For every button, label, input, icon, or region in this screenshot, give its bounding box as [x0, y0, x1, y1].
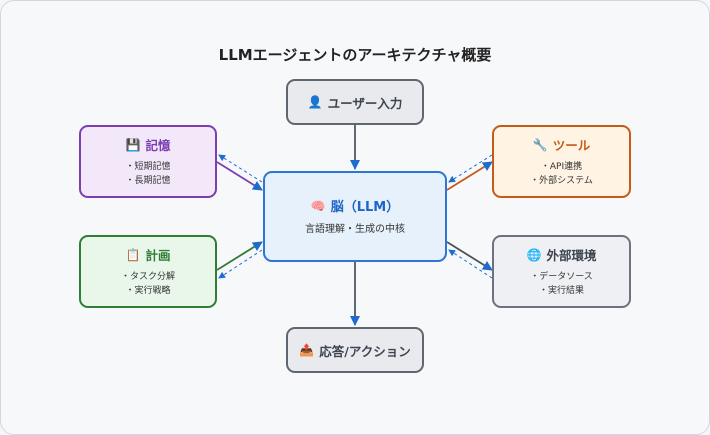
- edge-brain-to-plan: [218, 249, 263, 279]
- edge-brain-to-memory: [218, 154, 263, 183]
- brain-icon: 🧠: [310, 198, 326, 213]
- diagram-title: LLMエージェントのアーキテクチャ概要: [218, 46, 492, 64]
- wrench-icon: 🔧: [532, 137, 548, 152]
- memory-node: 💾 記憶 ・短期記憶 ・長期記憶: [79, 125, 217, 198]
- user-input-node: 👤 ユーザー入力: [286, 79, 424, 125]
- tool-item: ・API連携: [540, 162, 583, 172]
- tool-label: ツール: [552, 138, 591, 153]
- tool-item: ・外部システム: [530, 176, 593, 186]
- globe-icon: 🌐: [526, 247, 542, 262]
- external-item: ・データソース: [530, 272, 593, 282]
- edge-external-to-brain: [448, 249, 493, 279]
- plan-node: 📋 計画 ・タスク分解 ・実行戦略: [79, 235, 217, 308]
- outbox-icon: 📤: [299, 343, 315, 357]
- brain-description: 言語理解・生成の中核: [305, 224, 405, 235]
- response-action-label: 応答/アクション: [319, 343, 411, 359]
- external-environment-node: 🌐 外部環境 ・データソース ・実行結果: [492, 235, 631, 308]
- edge-tool-to-brain: [448, 154, 493, 183]
- floppy-disk-icon: 💾: [125, 137, 141, 152]
- memory-item: ・短期記憶: [125, 162, 171, 172]
- edge-brain-to-tool: [446, 161, 493, 191]
- clipboard-icon: 📋: [125, 247, 141, 262]
- edge-brain-to-external: [446, 241, 493, 271]
- memory-item: ・長期記憶: [125, 176, 171, 186]
- tool-node: 🔧 ツール ・API連携 ・外部システム: [492, 125, 631, 198]
- edge-plan-to-brain: [216, 241, 263, 271]
- plan-item: ・実行戦略: [125, 286, 171, 296]
- external-item: ・実行結果: [538, 286, 584, 296]
- edge-memory-to-brain: [216, 161, 263, 191]
- brain-node: 🧠 脳（LLM） 言語理解・生成の中核: [263, 171, 447, 262]
- brain-label: 脳（LLM）: [330, 200, 400, 215]
- user-icon: 👤: [307, 95, 323, 109]
- user-input-label: ユーザー入力: [327, 95, 403, 111]
- plan-label: 計画: [145, 248, 171, 263]
- response-action-node: 📤 応答/アクション: [286, 327, 424, 373]
- plan-item: ・タスク分解: [120, 272, 175, 282]
- external-environment-label: 外部環境: [546, 248, 597, 263]
- memory-label: 記憶: [145, 138, 171, 153]
